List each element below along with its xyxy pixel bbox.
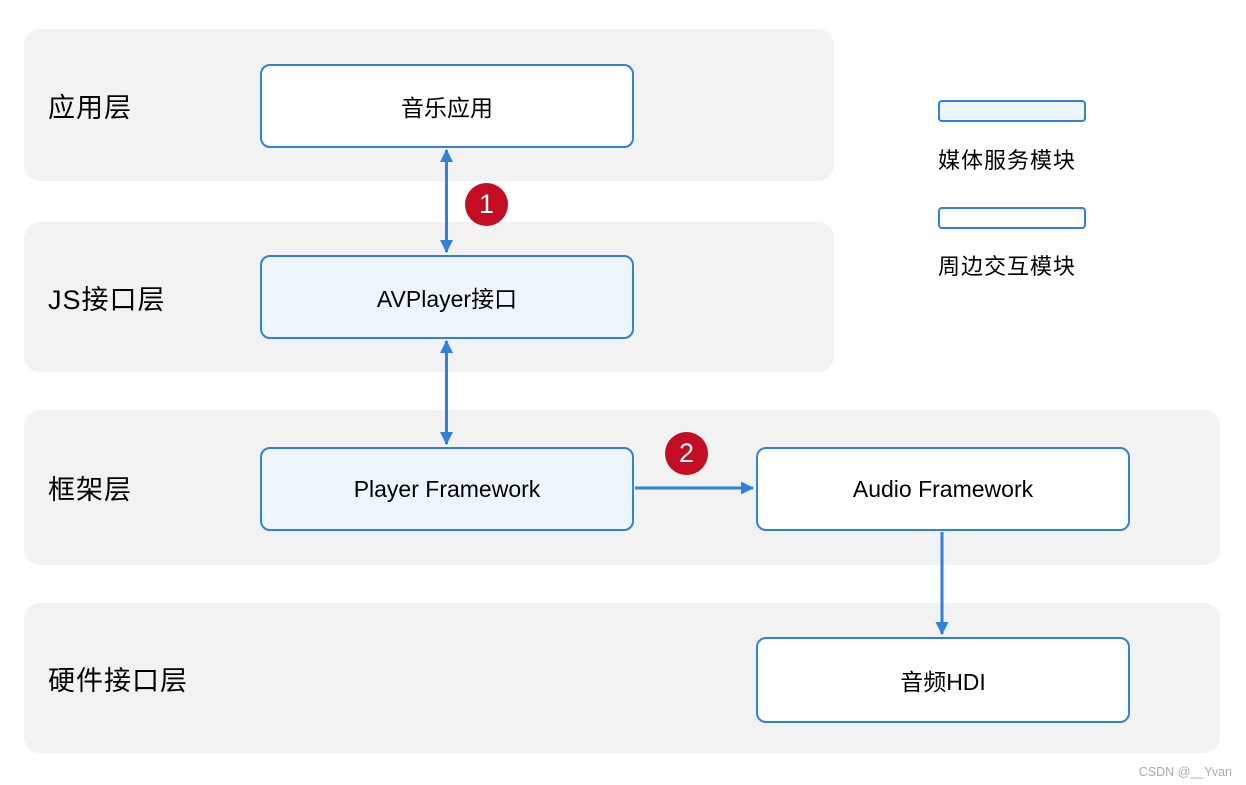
node-music-app: 音乐应用 xyxy=(260,64,634,148)
node-avplayer-api: AVPlayer接口 xyxy=(260,255,634,339)
node-audio-hdi-label: 音频HDI xyxy=(900,669,986,695)
layer-band-js-interface: JS接口层 xyxy=(24,222,834,372)
watermark: CSDN @__Yvan xyxy=(1138,765,1232,779)
layer-label-hardware-interface: 硬件接口层 xyxy=(48,665,188,696)
layer-label-framework: 框架层 xyxy=(48,475,132,505)
layer-label-application: 应用层 xyxy=(48,92,132,123)
node-avplayer-api-label: AVPlayer接口 xyxy=(376,286,518,312)
legend-label-media-service: 媒体服务模块 xyxy=(938,148,1077,173)
node-audio-framework: Audio Framework xyxy=(756,447,1130,531)
legend-swatch-media-service xyxy=(938,100,1086,122)
node-audio-framework-label: Audio Framework xyxy=(852,475,1034,502)
layer-label-js-interface: JS接口层 xyxy=(48,284,166,315)
legend-swatch-peripheral xyxy=(938,207,1086,229)
node-player-framework-label: Player Framework xyxy=(353,475,541,502)
step-badge-2-label: 2 xyxy=(678,438,695,468)
step-badge-2: 2 xyxy=(665,432,708,475)
step-badge-1-label: 1 xyxy=(478,189,495,219)
step-badge-1: 1 xyxy=(465,183,508,226)
node-music-app-label: 音乐应用 xyxy=(401,95,493,121)
node-audio-hdi: 音频HDI xyxy=(756,637,1130,723)
node-player-framework: Player Framework xyxy=(260,447,634,531)
legend-label-peripheral: 周边交互模块 xyxy=(938,254,1077,279)
